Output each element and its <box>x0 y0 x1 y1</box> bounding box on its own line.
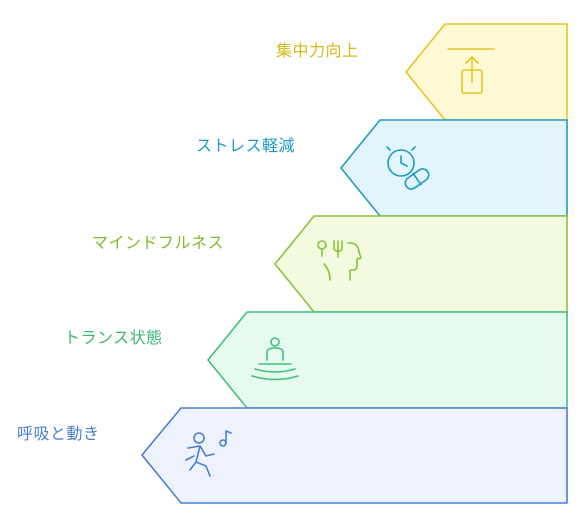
step-1-label: 集中力向上 <box>276 41 359 60</box>
step-1-shape <box>404 23 568 121</box>
step-5-shape <box>140 407 568 504</box>
step-4 <box>206 311 568 409</box>
arrow-up-box-icon <box>447 48 495 94</box>
step-2-shape <box>339 119 568 217</box>
step-3 <box>273 215 568 313</box>
step-2 <box>339 119 568 217</box>
meditation-icon <box>251 337 299 381</box>
step-4-shape <box>206 311 568 409</box>
step-4-label: トランス状態 <box>64 328 163 347</box>
step-2-label: ストレス軽減 <box>196 136 296 155</box>
step-3-label: マインドフルネス <box>92 233 225 252</box>
step-5-label: 呼吸と動き <box>17 424 100 443</box>
step-5 <box>140 407 568 504</box>
person-music-icon <box>185 430 232 477</box>
mind-head-icon <box>317 240 362 281</box>
clock-pill-icon <box>386 146 430 190</box>
step-3-shape <box>273 215 568 313</box>
step-1 <box>404 23 568 121</box>
